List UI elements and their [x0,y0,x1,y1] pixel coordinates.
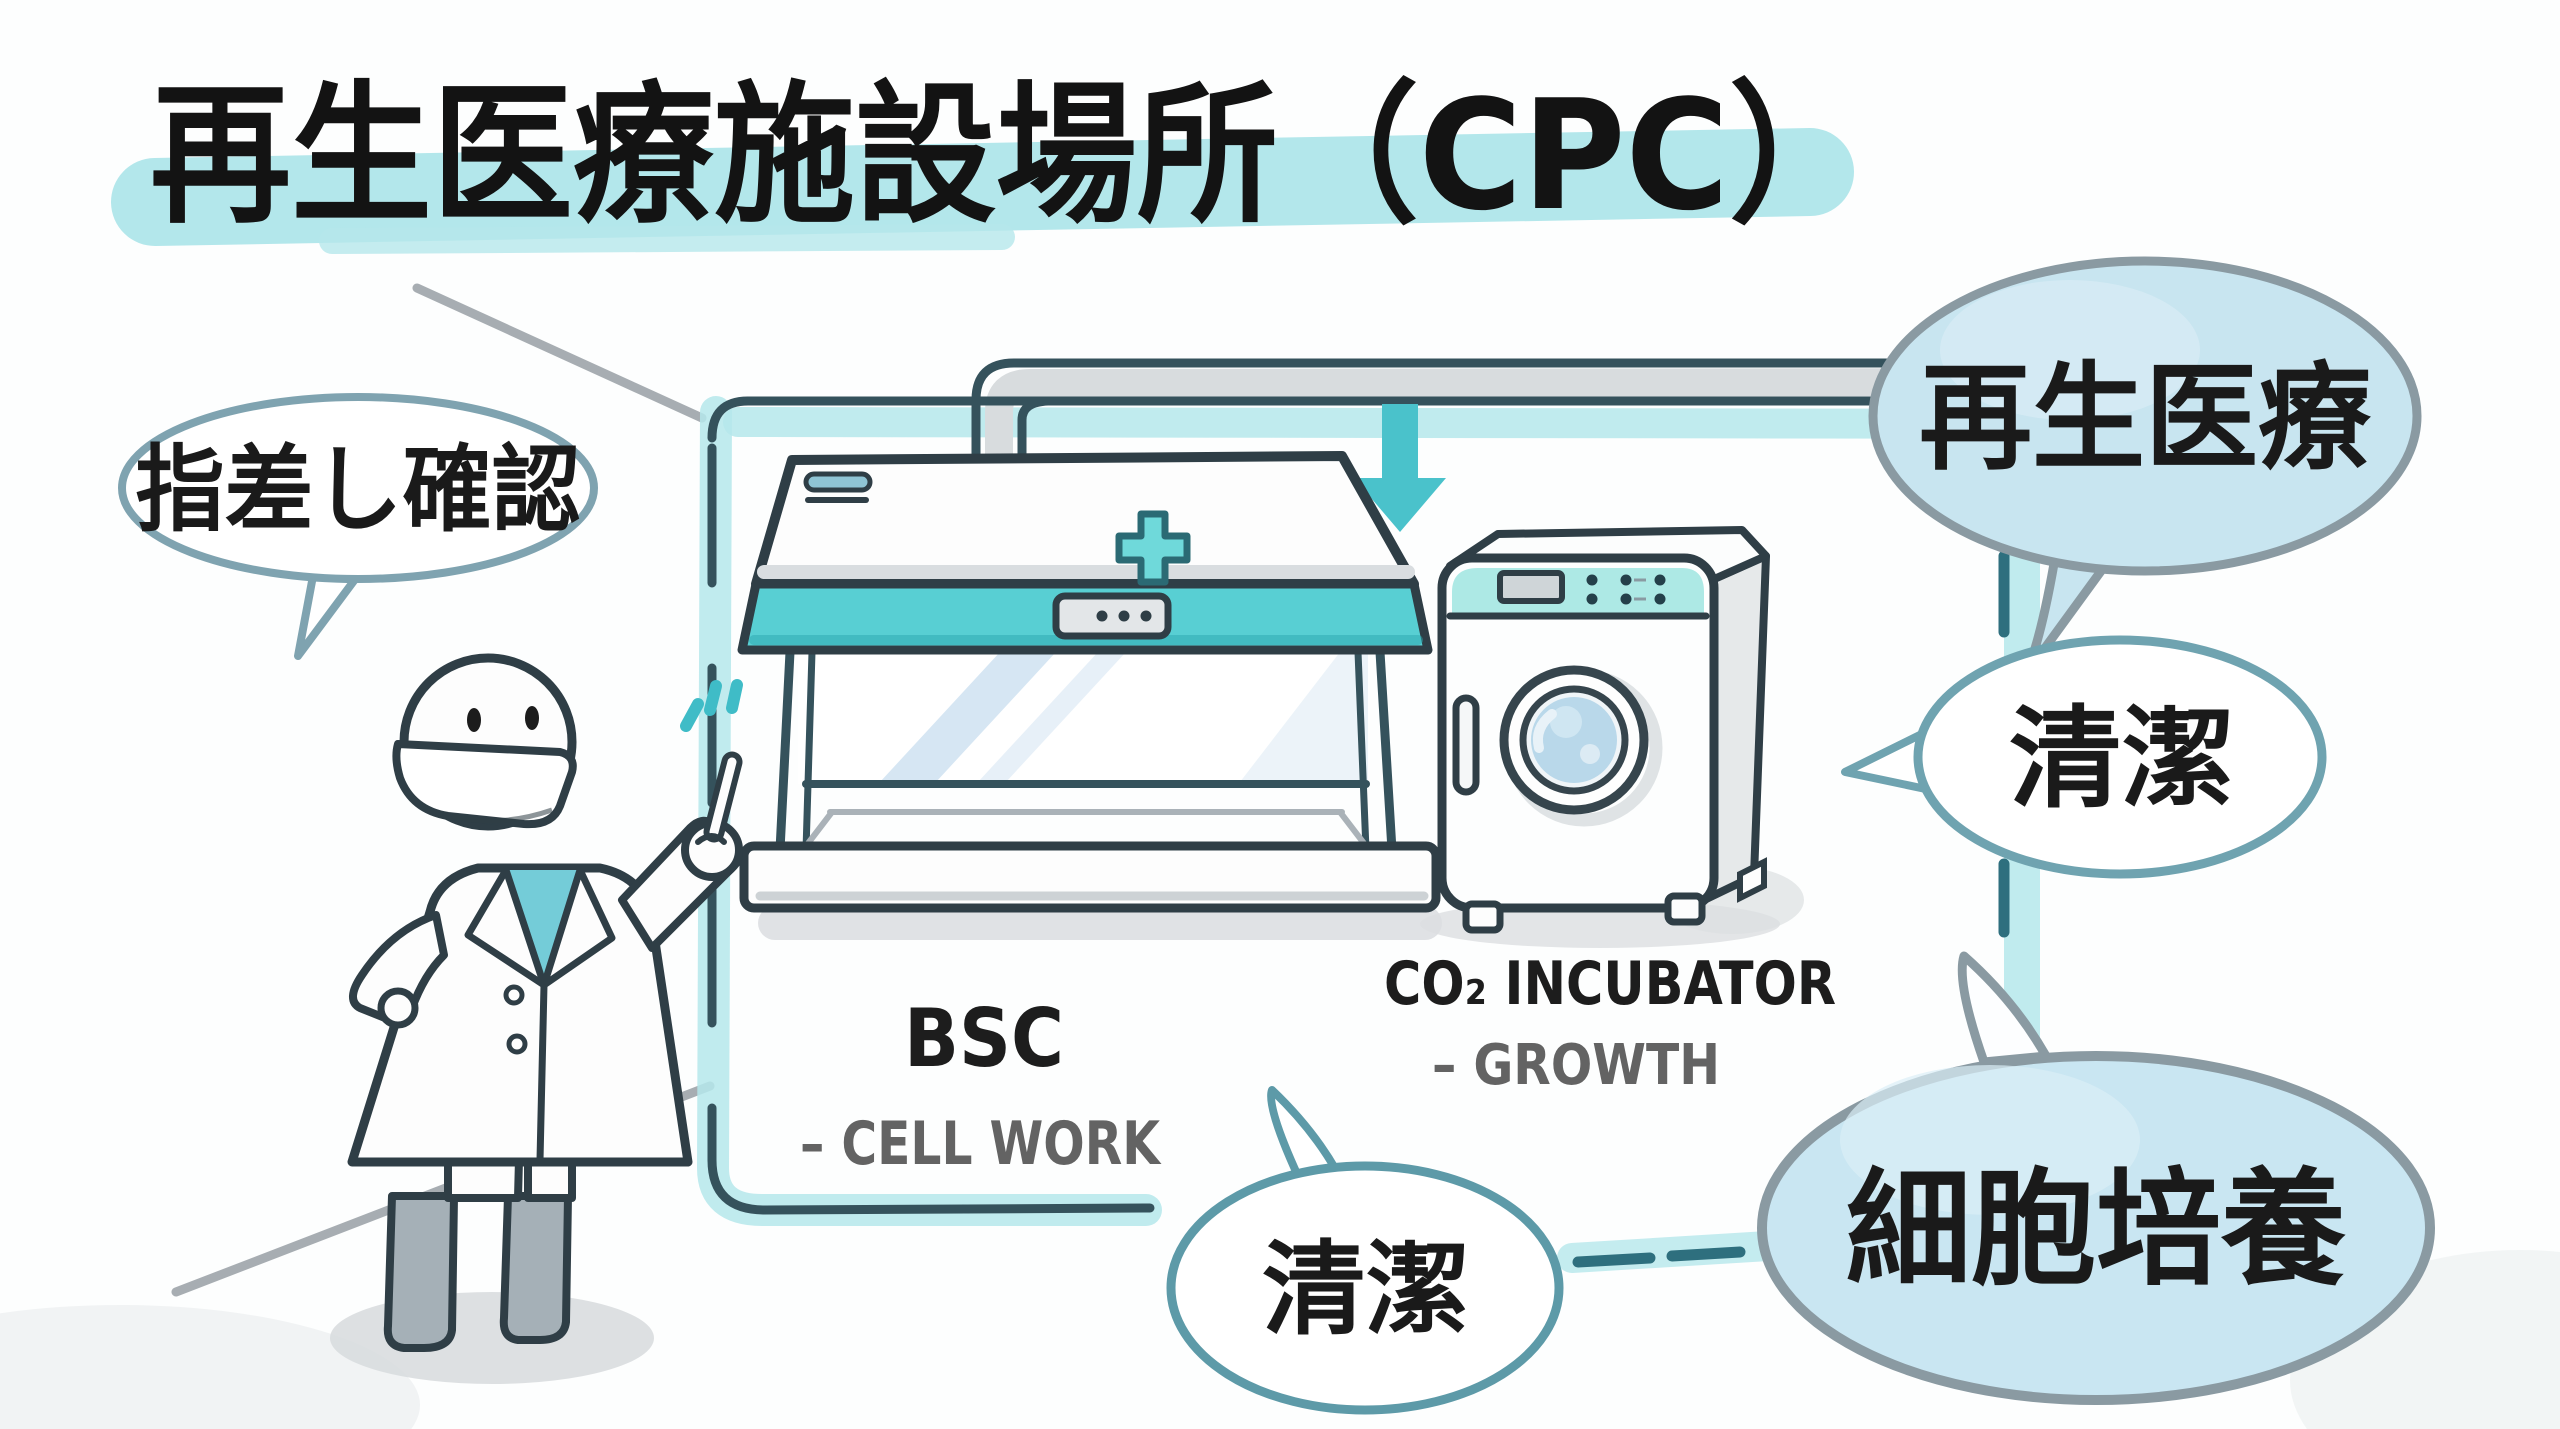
lower-right-boundary-dashes [1572,1246,1746,1268]
bsc-control-panel [1052,592,1172,640]
emphasis-marks-icon [680,679,743,732]
incubator-illustration [1420,526,1804,948]
incubator-control-strip [1452,568,1704,614]
bsc-glass-reflection-2 [978,652,1126,782]
lab-technician [330,653,743,1384]
speech-bubble-clean-upper: 清潔 [1841,635,2327,879]
top-wall-wash [319,224,1015,254]
speech-bubble-clean-lower: 清潔 [1166,1086,1564,1415]
coat-button [503,984,525,1006]
lapel-left [464,866,548,989]
bsc-floor-lines [803,809,1369,849]
speech-bubble-pointing-check: 指差し確認 [118,393,598,660]
duct-fill [985,368,2147,456]
boot-right [499,1192,572,1344]
bsc-sublabel: – CELL WORK [800,1109,1162,1179]
incubator-label: CO₂ INCUBATOR [1384,949,1836,1019]
speech-bubble-cell-culture: 細胞培養 [1757,951,2435,1405]
medical-cross-icon [1115,510,1191,586]
eye-left [467,708,481,732]
incubator-handle [1452,694,1480,796]
bubble-tail [1267,1086,1340,1180]
bsc-glass-reflection [880,652,1056,782]
title-highlight [111,128,1854,246]
incubator-door [1499,665,1649,815]
coat-button [506,1033,528,1055]
bubble-body [1913,635,2327,879]
bsc-shadow [758,906,1442,940]
page-title: 再生医療施設場所（CPC） [150,67,1870,244]
bsc-illustration [737,451,1442,940]
bubble-text-cell-culture: 細胞培養 [1846,1156,2346,1303]
hand-left [377,987,419,1029]
boot-left [383,1192,458,1352]
bubble-body [1166,1161,1564,1415]
arm-left [349,911,448,1025]
technician-shadow [330,1292,654,1384]
scrub-collar [506,870,580,985]
vent-slot-icon [803,471,873,503]
bubble-text-pointing-check: 指差し確認 [136,436,581,545]
incubator-sublabel: – GROWTH [1432,1033,1720,1098]
lapel-right [540,866,616,989]
bsc-label: BSC [904,992,1064,1085]
incubator-display [1497,570,1565,604]
eye-right [525,706,539,730]
bubble-body [118,393,598,583]
bsc-glass-reflection-3 [1240,652,1368,782]
down-arrow-icon [1354,404,1446,532]
bubble-text-clean-upper: 清潔 [2009,695,2235,823]
pointing-finger [709,757,737,837]
corner-line-upper [412,283,707,423]
incubator-feet [1462,857,1767,934]
speech-bubble-regenerative-medicine: 再生医療 [1868,256,2422,679]
incubator-buttons [1586,574,1666,605]
surgical-mask [392,740,577,829]
bubble-tail [1957,951,2051,1067]
boundary-corner [707,396,753,443]
bubble-text-clean-lower: 清潔 [1262,1231,1470,1350]
bubble-text-regenerative-medicine: 再生医療 [1919,351,2371,486]
bottom-boundary-line [707,1155,1155,1215]
